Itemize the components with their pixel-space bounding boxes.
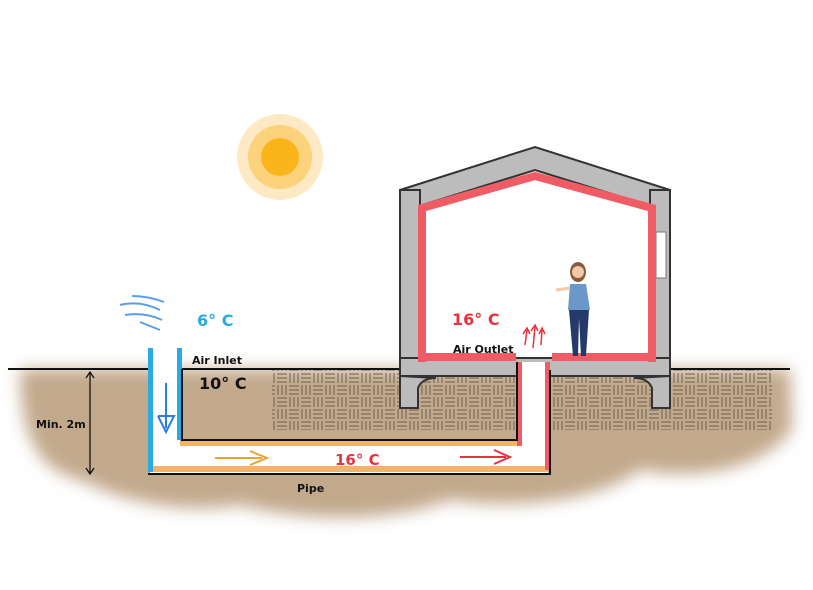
right-arrow-red-icon xyxy=(460,449,513,465)
outside-temp-label: 6° C xyxy=(197,311,233,330)
depth-label: Min. 2m xyxy=(36,418,86,431)
right-arrow-orange-icon xyxy=(215,450,270,466)
pipe-label: Pipe xyxy=(297,482,324,495)
ground-temp-label: 10° C xyxy=(199,374,247,393)
sun-icon xyxy=(237,114,323,200)
wind-icon xyxy=(119,295,165,331)
indoor-temp-label: 16° C xyxy=(452,310,500,329)
insulation-lining xyxy=(418,171,656,362)
air-inlet-label: Air Inlet xyxy=(192,354,242,367)
air-outlet-label: Air Outlet xyxy=(453,343,513,356)
down-arrow-icon xyxy=(157,383,176,435)
house xyxy=(399,145,671,409)
depth-dimension xyxy=(85,370,95,476)
warm-air-icon xyxy=(522,323,546,349)
pipe-temp-label: 16° C xyxy=(335,451,380,469)
person-icon xyxy=(555,262,590,356)
